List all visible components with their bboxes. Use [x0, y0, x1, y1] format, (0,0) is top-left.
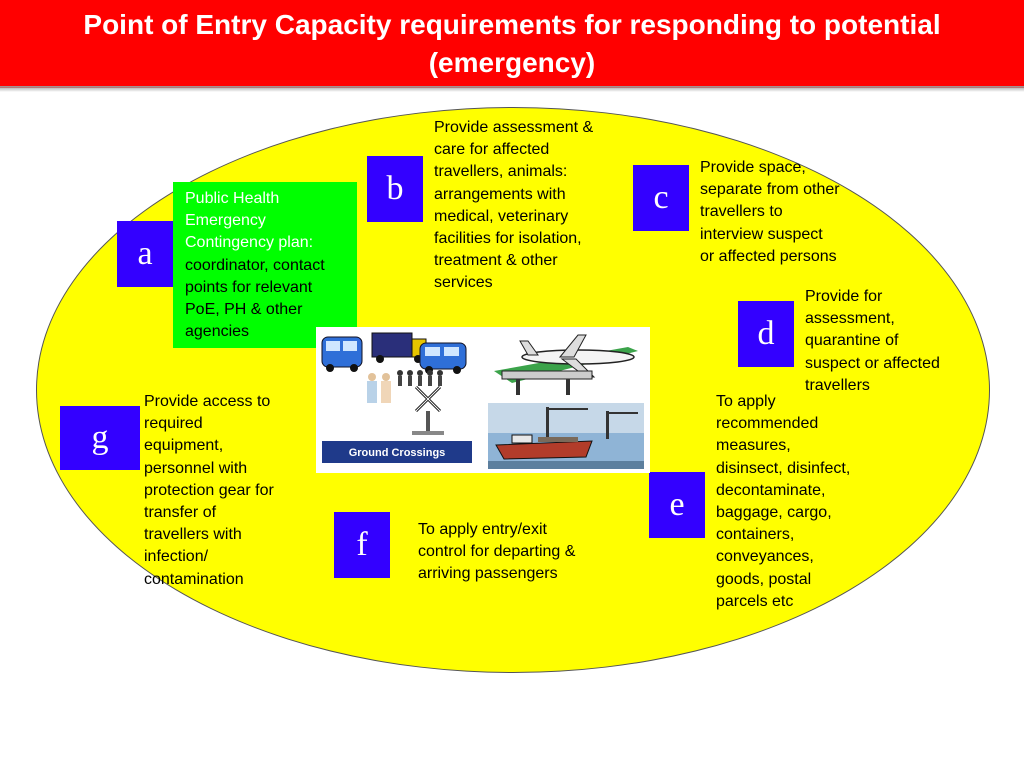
header-shadow [0, 86, 1024, 92]
truck-icon [371, 332, 427, 363]
people-icon [367, 370, 443, 403]
item-d-text: Provide for assessment, quarantine of su… [805, 288, 940, 394]
picture-caption: Ground Crossings [349, 447, 446, 459]
slide-title-line1: Point of Entry Capacity requirements for… [83, 9, 941, 40]
letter-box-e: e [649, 472, 705, 538]
letter-box-f: f [334, 512, 390, 578]
slide-title-line2: (emergency) [428, 47, 596, 78]
letter-box-c: c [633, 165, 689, 231]
transport-picture: Ground Crossings [316, 327, 650, 473]
item-e-text: To apply recommended measures, disinsect… [716, 393, 851, 610]
item-b-text: Provide assessment & care for affected t… [434, 119, 594, 292]
slide-header: Point of Entry Capacity requirements for… [0, 0, 1024, 88]
item-a-text-black: coordinator, contact points for relevant… [185, 256, 325, 341]
letter-box-g: g [60, 406, 140, 470]
item-g-text: Provide access to required equipment, pe… [144, 393, 274, 588]
item-f-text: To apply entry/exit control for departin… [418, 521, 576, 583]
railway-crossing-icon [412, 385, 444, 435]
item-c-text: Provide space, separate from other trave… [700, 159, 840, 265]
ship-icon [488, 403, 644, 469]
letter-box-b: b [367, 156, 423, 222]
bus-icon [321, 336, 363, 372]
letter-box-d: d [738, 301, 794, 367]
airplane-icon [488, 331, 644, 397]
item-a-text-white: Public Health Emergency Contingency plan… [185, 190, 314, 252]
bus-icon-2 [419, 342, 467, 374]
green-box-a: Public Health Emergency Contingency plan… [173, 182, 357, 348]
letter-box-a: a [117, 221, 173, 287]
